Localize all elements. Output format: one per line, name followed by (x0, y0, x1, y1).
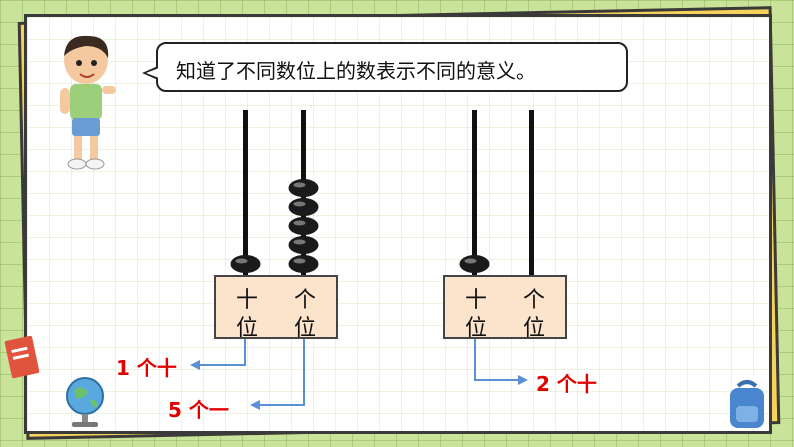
globe-icon (66, 377, 104, 427)
right-ones-label-bottom: 位 (522, 316, 545, 341)
left-ones-annotation: 5 个一 (168, 398, 229, 422)
left-ones-bead-highlight (293, 201, 306, 207)
right-abacus-base: 十 位 个 位 (443, 275, 567, 341)
right-tens-bead-highlight (464, 258, 477, 264)
left-ones-arrow (256, 338, 305, 406)
left-tens-arrow (196, 338, 246, 366)
book-icon (4, 335, 40, 379)
boy-character-icon (60, 35, 116, 170)
left-ones-bead-highlight (293, 220, 306, 226)
left-ones-label-top: 个 (293, 288, 316, 313)
left-ones-bead-highlight (293, 258, 306, 264)
speech-bubble: 知道了不同数位上的数表示不同的意义。 (142, 42, 628, 92)
left-tens-rod (243, 110, 248, 275)
right-tens-arrow (474, 338, 522, 381)
right-tens-label-top: 十 (464, 288, 487, 313)
left-abacus-base: 十 位 个 位 (214, 275, 338, 341)
left-tens-annotation: 1 个十 (116, 356, 177, 380)
left-tens-bead-highlight (235, 258, 248, 264)
left-ones-bead (288, 179, 319, 197)
left-tens-label-top: 十 (235, 288, 258, 313)
right-tens-bead (459, 255, 490, 273)
left-tens-bead (230, 255, 261, 273)
right-tens-label-bottom: 位 (464, 316, 487, 341)
right-tens-annotation: 2 个十 (536, 372, 597, 396)
left-ones-bead (288, 255, 319, 273)
left-tens-label-bottom: 位 (235, 316, 258, 341)
speech-text: 知道了不同数位上的数表示不同的意义。 (176, 59, 536, 83)
right-ones-label-top: 个 (522, 288, 545, 313)
right-ones-rod (529, 110, 534, 275)
left-ones-bead-highlight (293, 239, 306, 245)
left-ones-bead-highlight (293, 182, 306, 188)
left-ones-bead (288, 198, 319, 216)
left-ones-label-bottom: 位 (293, 316, 316, 341)
backpack-icon (730, 380, 764, 428)
right-tens-rod (472, 110, 477, 275)
left-ones-bead (288, 217, 319, 235)
left-ones-bead (288, 236, 319, 254)
